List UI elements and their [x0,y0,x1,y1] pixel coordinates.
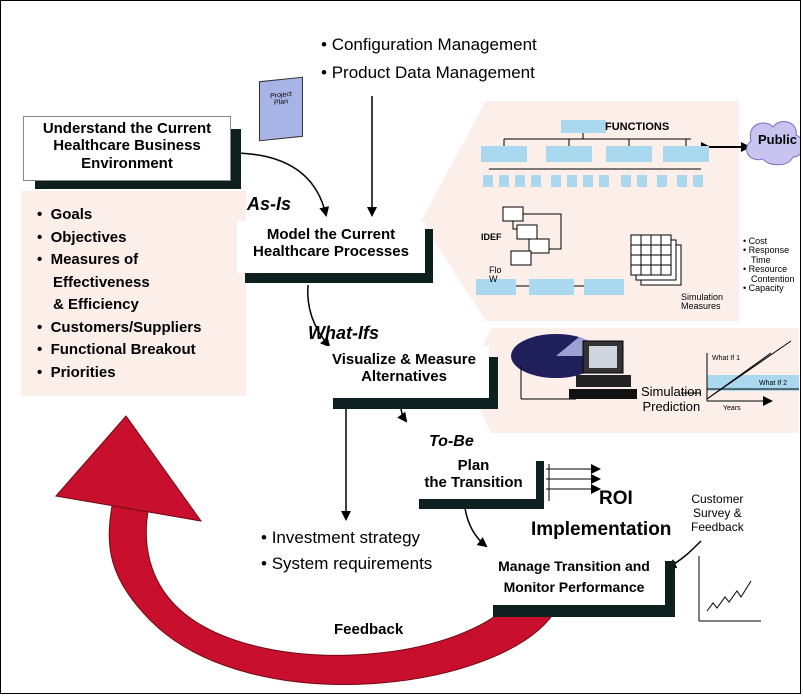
what-if-2-label: What If 2 [759,380,788,387]
simulation-measures-label: Simulation Measures [681,292,724,312]
functions-tree [481,120,709,187]
top-bullet: • Product Data Management [321,63,535,82]
bottom-bullets: • Investment strategy • System requireme… [261,525,432,577]
bottom-bullet: • System requirements [261,554,433,573]
workflow-boxes [476,279,624,295]
flow-label: Flo W [489,265,502,285]
idef-chart [502,206,562,266]
arrow-model-to-visualize [307,284,331,348]
left-goals-panel [21,191,246,396]
arrow-understand-to-model [230,152,330,217]
top-bullets: • Configuration Management • Product Dat… [321,31,537,87]
idef-label: IDEF [481,232,502,242]
project-plan-document: Project Plan [259,76,303,142]
as-is-label: As-Is [247,194,292,214]
top-bullet: • Configuration Management [321,35,537,54]
functions-panel [421,101,739,321]
roi-arrows [546,464,601,501]
what-ifs-label: What-Ifs [308,323,379,343]
implementation-label: Implementation [531,519,672,540]
performance-chart [698,556,761,622]
goals-item-cont: Effectiveness [53,273,150,291]
prediction-chart [681,340,799,406]
roi-label: ROI [599,488,633,509]
to-be-label: To-Be [429,433,474,450]
goals-item: • Objectives [37,228,127,246]
computer-icon [569,340,637,399]
bottom-bullet: • Investment strategy [261,528,421,547]
understand-environment-box: Understand the Current Healthcare Busine… [23,116,231,181]
functions-label: FUNCTIONS [605,121,670,133]
model-processes-box: Model the Current Healthcare Processes [237,221,425,273]
years-label: Years [723,405,741,412]
goals-item: • Functional Breakout [37,341,196,358]
feedback-label: Feedback [334,621,404,638]
manage-monitor-box: Manage Transition and Monitor Performanc… [483,549,665,605]
goals-item: • Customers/Suppliers [37,318,202,336]
feedback-arrowhead [55,415,203,522]
public-label: Public [758,132,798,147]
public-cloud [746,121,800,166]
measures-list: • Cost • Response Time • Resource Conten… [743,236,795,294]
customer-survey-label: Customer Survey & Feedback [691,492,744,534]
what-if-1-label: What If 1 [712,355,741,362]
goals-item: • Goals [37,206,93,223]
goals-item: • Priorities [37,363,116,381]
visualize-measure-box: Visualize & Measure Alternatives [319,346,489,398]
goals-list: • Goals • Objectives • Measures of Effec… [37,204,201,384]
plan-transition-box: Plan the Transition [411,453,536,499]
goals-item: • Measures of [37,251,139,268]
simulation-prediction-label: Simulation Prediction [641,384,702,414]
goals-item-cont: & Efficiency [53,296,139,313]
grid-stack [630,234,682,286]
